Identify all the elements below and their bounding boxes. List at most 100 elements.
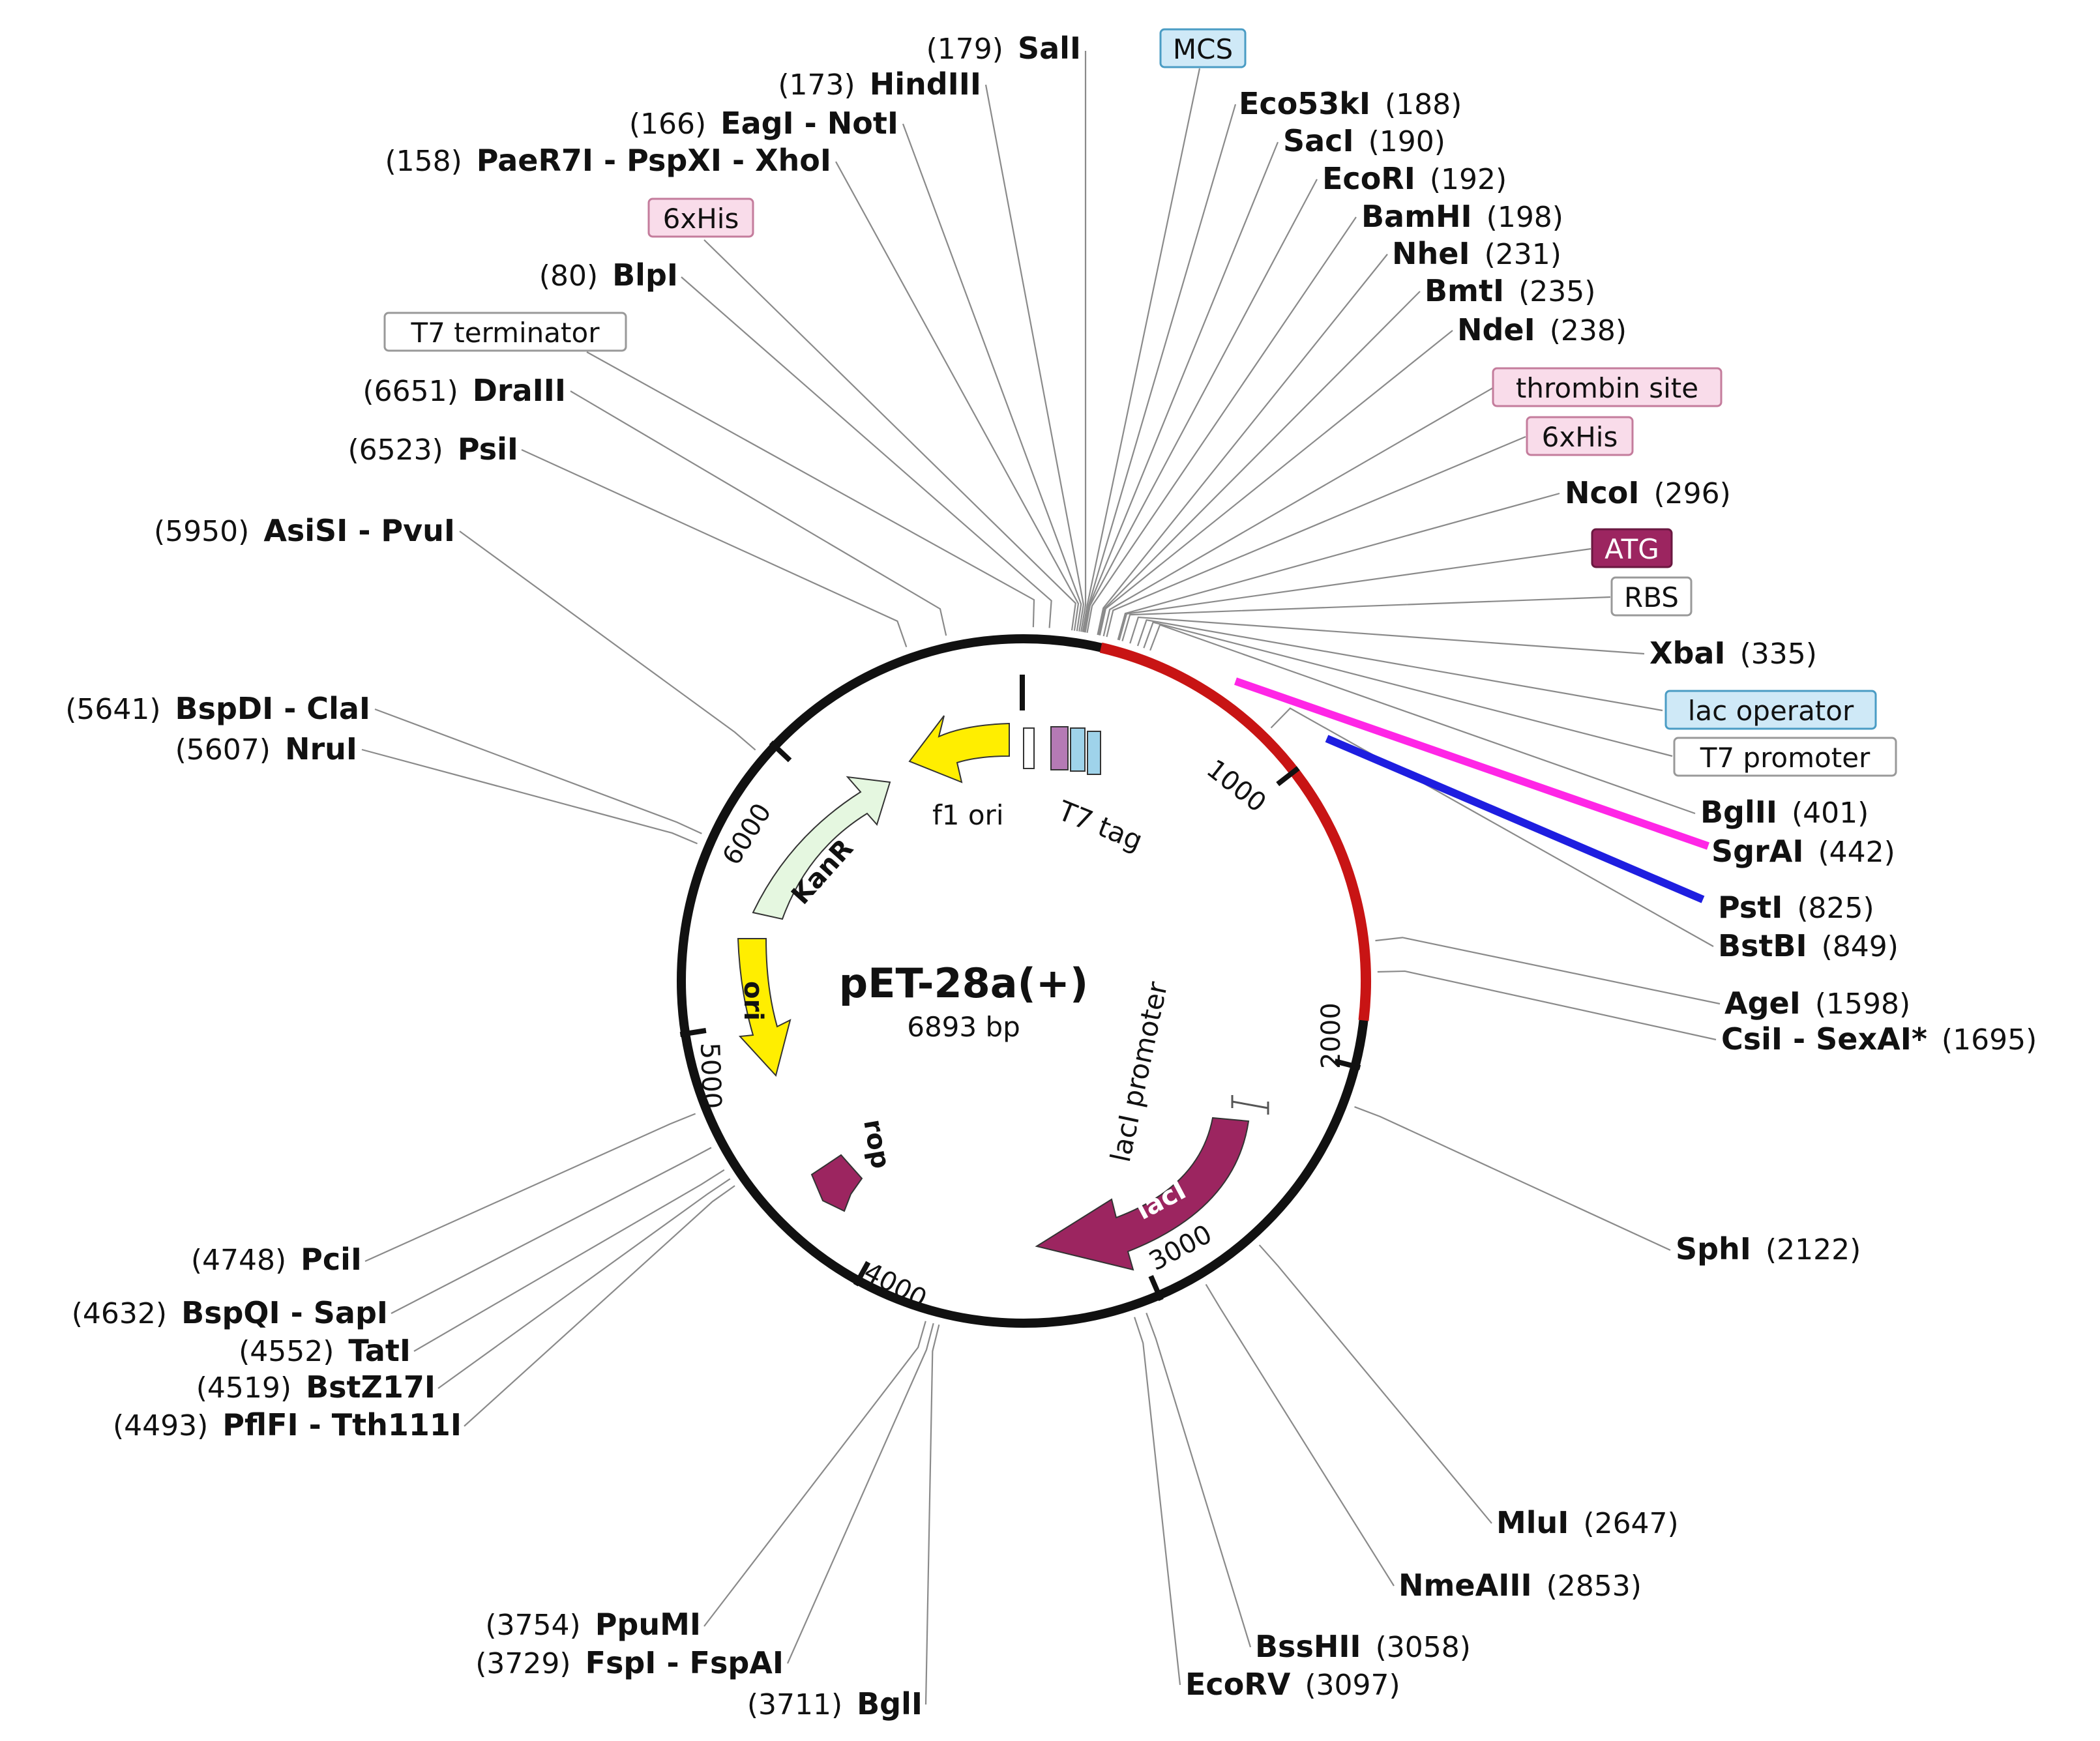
rop-label: rop [857, 1117, 895, 1171]
leader-line [681, 276, 1052, 628]
tick-mark-5000 [679, 1028, 707, 1038]
feature-box-6xhis-left: 6xHis [647, 198, 754, 238]
rop-arrow [810, 1154, 863, 1212]
svg-text:6xHis: 6xHis [663, 203, 739, 235]
site-draiii: (6651)DraIII [362, 373, 566, 408]
leader-line [374, 708, 702, 834]
site-csii-sexai: CsiI - SexAI*(1695) [1721, 1021, 2037, 1057]
plasmid-name: pET-28a(+) [839, 959, 1088, 1007]
leader-line [1102, 387, 1494, 637]
site-hindiii: (173)HindIII [778, 66, 981, 102]
restriction-site-labels: (179)SalI (173)HindIII (166)EagI - NotI … [65, 31, 2037, 1721]
f1-ori-label: f1 ori [932, 799, 1004, 831]
tick-label-5000: 5000 [694, 1042, 727, 1109]
feature-box-thrombin-site: thrombin site [1492, 367, 1723, 407]
site-fspi-fspai: (3729)FspI - FspAI [475, 1645, 784, 1680]
leader-line [437, 1178, 731, 1389]
t7-tag-box-4 [1087, 731, 1101, 775]
leader-line [1270, 707, 1714, 947]
laci-promoter-bracket [1231, 1095, 1269, 1115]
mcs-region-arc [1099, 642, 1371, 1021]
leader-line [1375, 937, 1721, 1005]
leader-line [786, 1323, 934, 1664]
t7-tag-box-2 [1050, 726, 1069, 770]
leader-line [902, 123, 1082, 632]
site-bglii: BglII(401) [1700, 795, 1869, 830]
leader-line [1099, 330, 1453, 636]
svg-text:RBS: RBS [1624, 581, 1679, 613]
tick-label-1000: 1000 [1201, 754, 1272, 819]
site-ecori: EcoRI(192) [1322, 161, 1507, 196]
feature-box-atg: ATG [1591, 528, 1673, 568]
tick-label-2000: 2000 [1316, 1002, 1346, 1069]
tick-label-4000: 4000 [859, 1257, 931, 1314]
sgrai-highlight-line [1234, 677, 1709, 850]
leader-line [1086, 216, 1357, 634]
leader-line [464, 1185, 735, 1427]
site-eagi-noti: (166)EagI - NotI [629, 106, 898, 141]
ori-label: ori [738, 981, 768, 1021]
leader-line [1146, 1312, 1252, 1648]
site-bsshii: BssHII(3058) [1255, 1629, 1471, 1664]
leader-line [1143, 621, 1673, 757]
leader-line [1080, 50, 1087, 632]
site-paer7i-pspxi-xhoi: (158)PaeR7I - PspXI - XhoI [385, 143, 831, 178]
leader-line [1106, 435, 1526, 637]
svg-text:thrombin site: thrombin site [1516, 372, 1698, 404]
leader-line [364, 1113, 696, 1263]
svg-text:lac operator: lac operator [1688, 695, 1854, 727]
leader-line [413, 1169, 725, 1352]
leader-line [459, 531, 756, 751]
feature-box-rbs: RBS [1610, 576, 1693, 617]
site-bgli: (3711)BglI [747, 1686, 923, 1721]
site-bspdi-clai: (5641)BspDI - ClaI [65, 691, 370, 726]
site-eco53ki: Eco53kI(188) [1239, 86, 1462, 121]
psti-highlight-line [1325, 735, 1705, 903]
leader-line [924, 1324, 940, 1705]
site-ndei: NdeI(238) [1457, 312, 1627, 347]
kanr-arrow [752, 776, 891, 920]
site-bmti: BmtI(235) [1425, 273, 1595, 308]
svg-text:T7 promoter: T7 promoter [1700, 742, 1871, 774]
site-asisi-pvui: (5950)AsiSI - PvuI [154, 513, 455, 548]
feature-box-6xhis-right: 6xHis [1526, 416, 1634, 456]
leader-line [1129, 616, 1645, 655]
leader-line [1354, 1106, 1671, 1251]
leader-line [570, 390, 947, 636]
feature-box-mcs: MCS [1159, 28, 1247, 68]
leader-line [703, 1321, 926, 1627]
site-xbai: XbaI(335) [1649, 636, 1817, 671]
leader-line [521, 448, 908, 647]
tick-mark-1000 [1276, 766, 1300, 787]
site-agei: AgeI(1598) [1724, 986, 1910, 1021]
t7-tag-label: T7 tag [1053, 794, 1147, 856]
f1-ori-arrow [908, 715, 1010, 783]
site-pcii: (4748)PciI [191, 1242, 362, 1277]
feature-box-t7-terminator: T7 terminator [383, 312, 627, 352]
site-sali: (179)SalI [926, 31, 1081, 66]
feature-box-lac-operator: lac operator [1664, 690, 1877, 730]
site-bspqi-sapi: (4632)BspQI - SapI [72, 1295, 388, 1330]
leader-line [1084, 141, 1279, 633]
leader-lines [361, 50, 1721, 1705]
ori-arrow [737, 938, 791, 1077]
feature-box-t7-promoter: T7 promoter [1673, 737, 1897, 777]
scale-ticks [679, 740, 1361, 1302]
laci-arrow [1035, 1117, 1250, 1271]
site-sphi: SphI(2122) [1676, 1231, 1861, 1266]
site-tati: (4552)TatI [239, 1333, 411, 1368]
site-ncoi: NcoI(296) [1565, 475, 1731, 510]
site-nrui: (5607)NruI [175, 731, 357, 767]
leader-line [1205, 1283, 1395, 1587]
leader-line [1258, 1244, 1492, 1524]
leader-line [361, 748, 698, 845]
leader-line [1118, 548, 1591, 641]
svg-text:ATG: ATG [1605, 533, 1659, 565]
plasmid-size: 6893 bp [907, 1011, 1020, 1043]
leader-line [1121, 596, 1611, 641]
site-psii: (6523)PsiI [348, 432, 518, 467]
laci-promoter-label: lacI promoter [1104, 978, 1174, 1165]
site-nmeaiii: NmeAIII(2853) [1398, 1568, 1642, 1603]
